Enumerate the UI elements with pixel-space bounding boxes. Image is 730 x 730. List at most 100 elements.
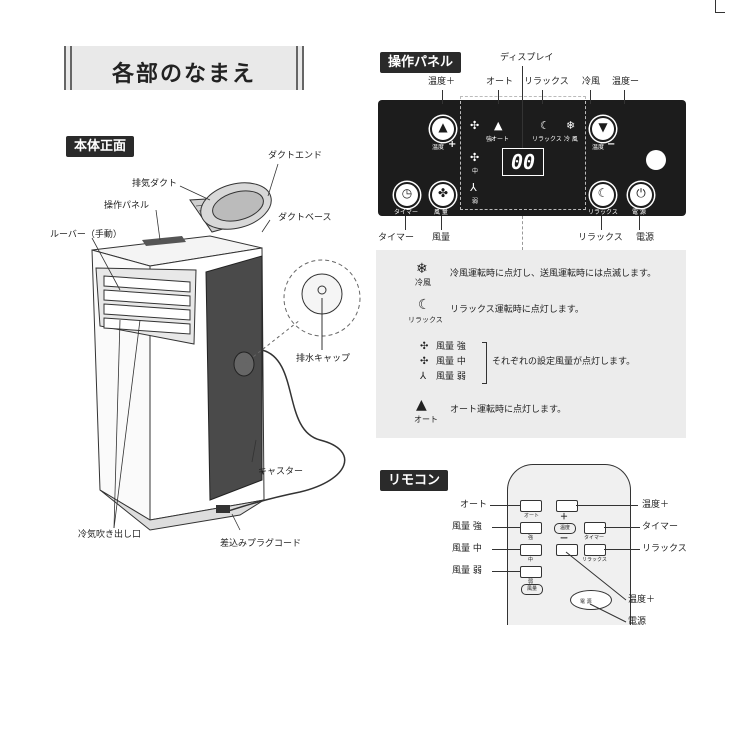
remote-sensor [646,150,666,170]
leader [639,216,640,230]
triangle-up-icon: ▲ [438,120,448,134]
leader [601,216,602,230]
remote-mid-label: 中 [528,557,534,563]
leader [492,549,520,550]
label-cold-air-outlet: 冷気吹き出し口 [78,530,142,540]
fan-strong-icon: ✣ [420,341,429,352]
remote-plus-label: ＋ [560,512,568,521]
label-control-panel: 操作パネル [104,201,150,211]
label-louver: ルーバー（手動） [50,230,122,240]
label-duct-end: ダクトエンド [268,151,323,161]
ind-mid: 中 [472,168,479,175]
callout-remote-fan-strong: 風量 強 [452,522,482,532]
callout-display: ディスプレイ [500,53,554,63]
moon-icon: ☾ [418,297,431,313]
remote-fan-label: 風量 [521,584,543,595]
callout-cool: 冷風 [582,77,601,87]
leader [590,90,591,104]
remote-timer-label: タイマー [584,535,605,541]
panel-timer-button[interactable]: ◷ [394,182,420,208]
display-area [460,96,586,210]
remote-auto-label: オート [524,513,540,519]
remote-timer-button[interactable] [584,522,606,534]
auto-triangle-icon: ▲ [416,397,427,413]
ind-cool: 冷 風 [564,136,578,143]
leader [604,549,640,550]
remote-strong-button[interactable] [520,522,542,534]
legend-fan-weak: 風量 弱 [436,372,466,382]
unit-illustration [91,163,361,531]
remote-plus-button[interactable] [556,500,578,512]
display-digits: 00 [502,148,544,176]
remote-heading: リモコン [380,470,449,491]
callout-auto: オート [486,77,514,87]
leader [405,216,406,230]
callout-remote-temp-up-bottom: 温度＋ [628,595,656,605]
remote-minus-label: ー [560,534,568,543]
panel-temp-up-button[interactable]: ▲ [430,116,456,142]
panel-timer-label: タイマー [394,209,419,216]
legend-cool-text: 冷風運転時に点灯し、送風運転時には点滅します。 [450,269,657,279]
leader [604,527,640,528]
leader [490,505,520,506]
panel-temp-down-button[interactable]: ▼ [590,116,616,142]
remote-temp-label: 温度 [554,523,576,534]
legend-relax-label: リラックス [408,316,443,324]
remote-leaders [565,551,627,623]
minus-icon: − [607,139,616,150]
panel-temp-up-label: 温度 [432,144,445,151]
legend-fan-strong: 風量 強 [436,342,466,352]
label-plug-cord: 差込みプラグコード [220,539,302,549]
label-duct-base: ダクトベース [278,213,332,223]
snowflake-icon: ❄ [416,261,428,277]
callout-remote-fan-mid: 風量 中 [452,544,482,554]
page-title-box: 各部のなまえ [64,46,304,90]
panel-relax-label: リラックス [588,209,618,216]
callout-remote-fan-weak: 風量 弱 [452,566,482,576]
fan-strong-icon: ✣ [470,119,480,132]
callout-relax-bottom: リラックス [578,233,623,243]
remote-power-label: 電 源 [580,599,592,605]
label-drain-cap: 排水キャップ [296,354,351,364]
crop-mark [715,0,716,12]
remote-relax-button[interactable] [584,544,606,556]
label-caster: キャスター [258,467,304,477]
legend-auto-text: オート運転時に点灯します。 [450,405,567,415]
auto-triangle-icon: ▲ [494,119,503,132]
panel-heading: 操作パネル [380,52,462,73]
panel-fan-button[interactable]: ✤ [430,182,456,208]
moon-icon: ☾ [597,186,609,200]
clock-icon: ◷ [401,186,413,200]
callout-remote-auto: オート [460,500,488,510]
leader [492,571,520,572]
legend-relax-text: リラックス運転時に点灯します。 [450,305,584,315]
bracket [482,342,487,384]
fan-weak-icon: ⅄ [470,181,477,194]
fan-mid-icon: ✣ [420,356,429,367]
fan-icon: ✤ [437,186,449,200]
moon-icon: ☾ [540,119,550,132]
leader [442,90,443,104]
callout-remote-power: 電源 [628,617,647,627]
legend-fan-text: それぞれの設定風量が点灯します。 [492,357,636,367]
panel-relax-button[interactable]: ☾ [590,182,616,208]
callout-relax: リラックス [524,77,569,87]
leader [441,216,442,230]
remote-minus-button[interactable] [556,544,578,556]
plus-icon: + [448,139,457,150]
leader [498,90,499,104]
panel-power-button[interactable]: ⏻ [628,182,654,208]
page-title: 各部のなまえ [111,62,256,87]
remote-auto-button[interactable] [520,500,542,512]
crop-mark [715,12,725,13]
leader [492,527,520,528]
remote-weak-button[interactable] [520,566,542,578]
remote-strong-label: 強 [528,535,534,541]
front-heading: 本体正面 [66,136,135,157]
panel-temp-down-label: 温度 [592,144,605,151]
triangle-down-icon: ▼ [598,120,608,134]
panel-power-label: 電 源 [632,209,646,216]
remote-power-button[interactable] [570,590,612,610]
legend-auto-label: オート [414,415,438,424]
remote-mid-button[interactable] [520,544,542,556]
